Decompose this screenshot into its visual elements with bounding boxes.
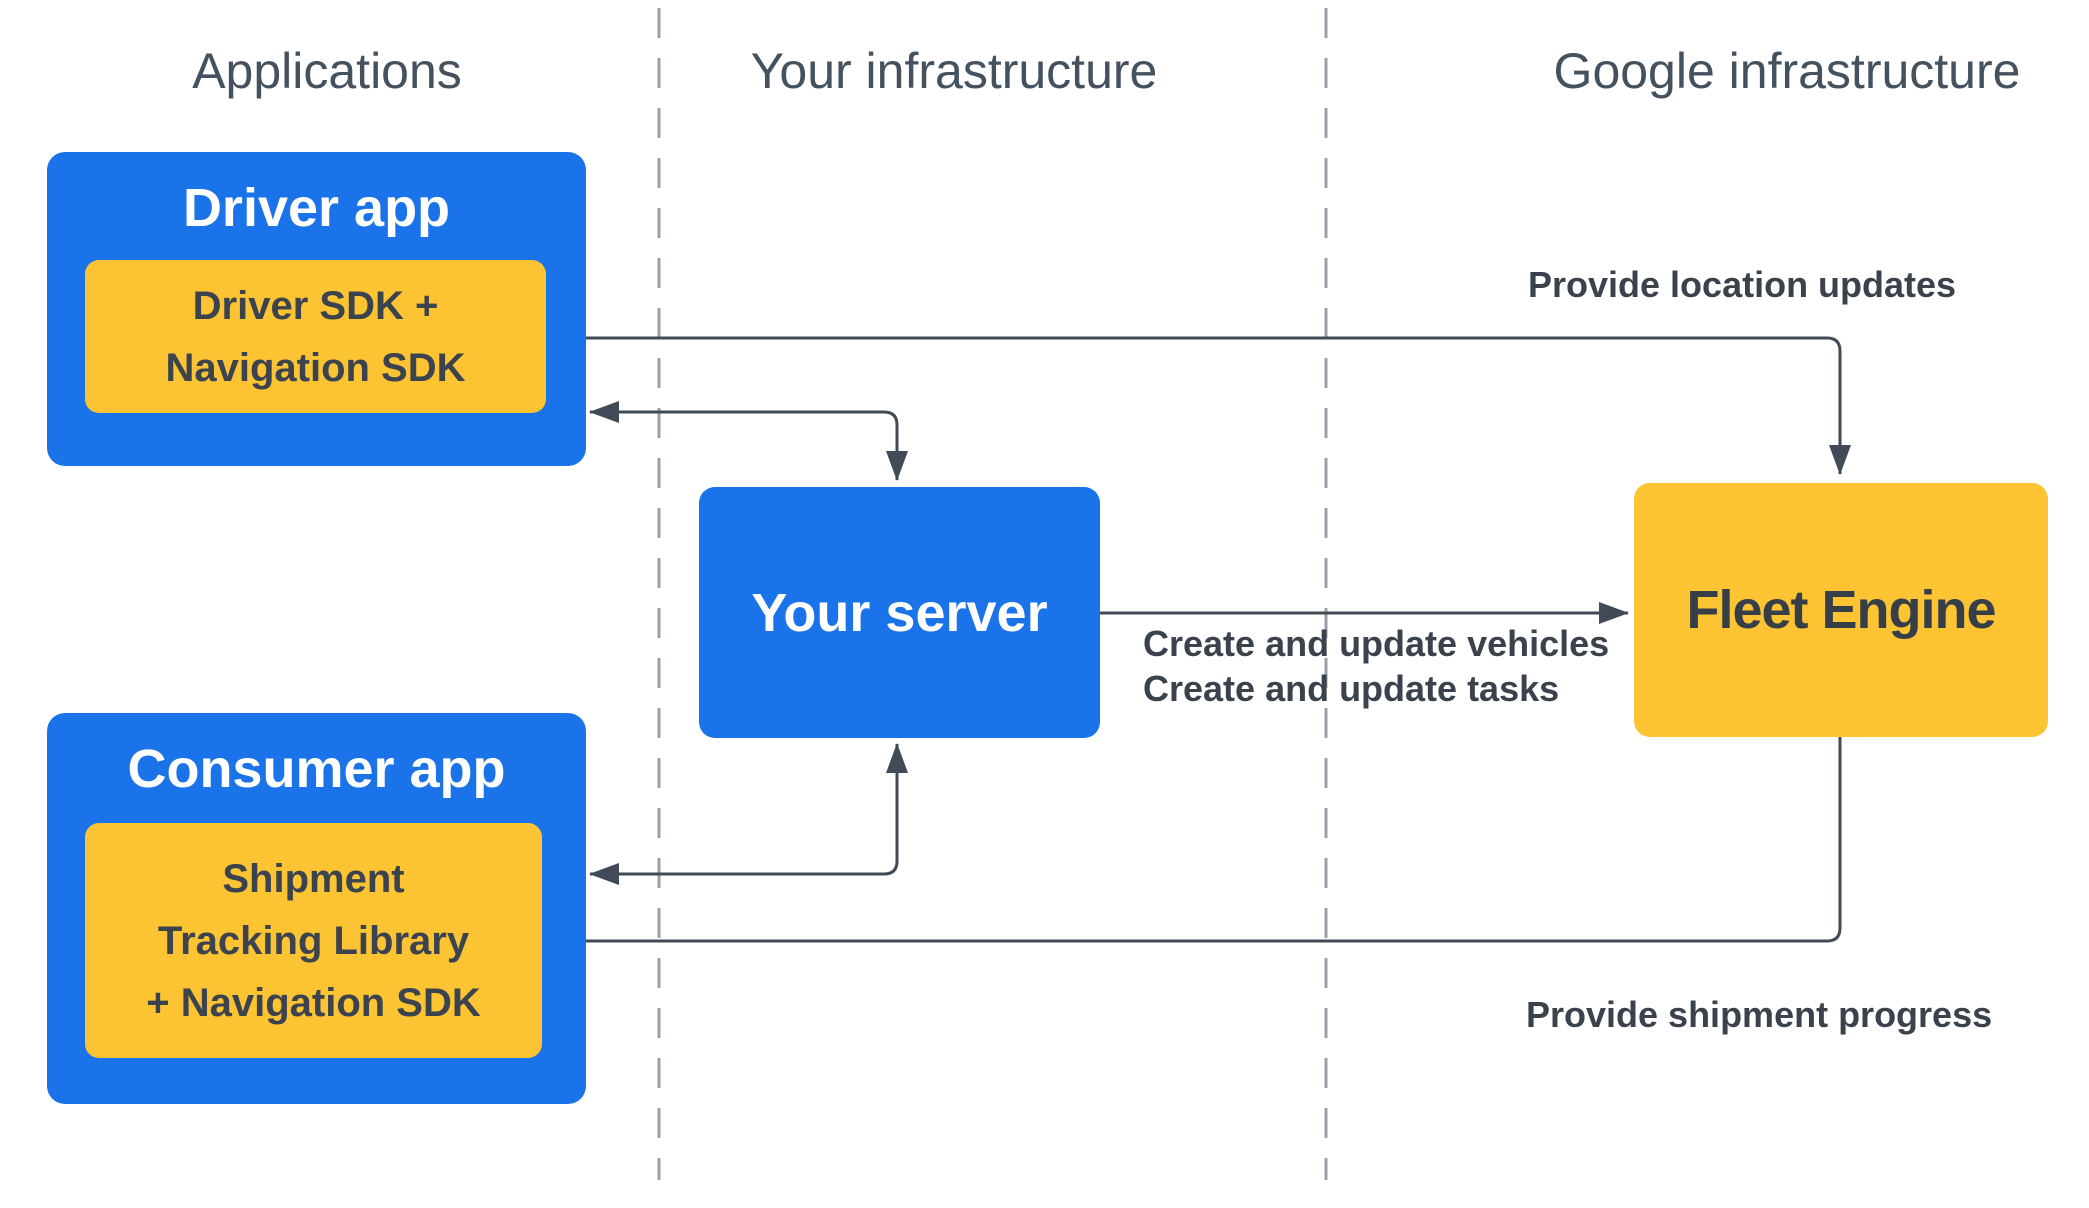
consumer-app-title: Consumer app <box>127 739 506 799</box>
lane-header-google-infrastructure: Google infrastructure <box>1553 43 2021 99</box>
lane-header-applications: Applications <box>192 43 462 99</box>
driver-app-box: Driver app Driver SDK + Navigation SDK <box>47 152 586 466</box>
edge-label-create-and-update: Create and update vehicles Create and up… <box>1143 623 1610 709</box>
arrow-consumer-app-your-server <box>589 743 908 885</box>
consumer-app-box: Consumer app Shipment Tracking Library +… <box>47 713 586 1104</box>
driver-app-title: Driver app <box>182 178 451 238</box>
your-server-box: Your server <box>699 487 1100 738</box>
driver-sdk-label: Driver SDK + Navigation SDK <box>165 283 466 390</box>
lane-header-your-infrastructure: Your infrastructure <box>750 43 1158 99</box>
fleet-engine-title: Fleet Engine <box>1686 580 1996 640</box>
fleet-engine-box: Fleet Engine <box>1634 483 2048 737</box>
driver-sdk-box: Driver SDK + Navigation SDK <box>85 260 546 413</box>
arrow-driver-app-your-server <box>589 401 908 481</box>
edge-label-provide-shipment-progress: Provide shipment progress <box>1526 994 1993 1035</box>
arrow-fleet-engine-consumer-sdk <box>545 737 1842 952</box>
arrow-driver-sdk-fleet-engine <box>550 327 1851 475</box>
edge-label-provide-location-updates: Provide location updates <box>1528 264 1957 305</box>
shipment-tracking-library-label: Shipment Tracking Library + Navigation S… <box>146 856 481 1025</box>
shipment-tracking-library-box: Shipment Tracking Library + Navigation S… <box>85 823 542 1058</box>
your-server-title: Your server <box>751 582 1048 643</box>
